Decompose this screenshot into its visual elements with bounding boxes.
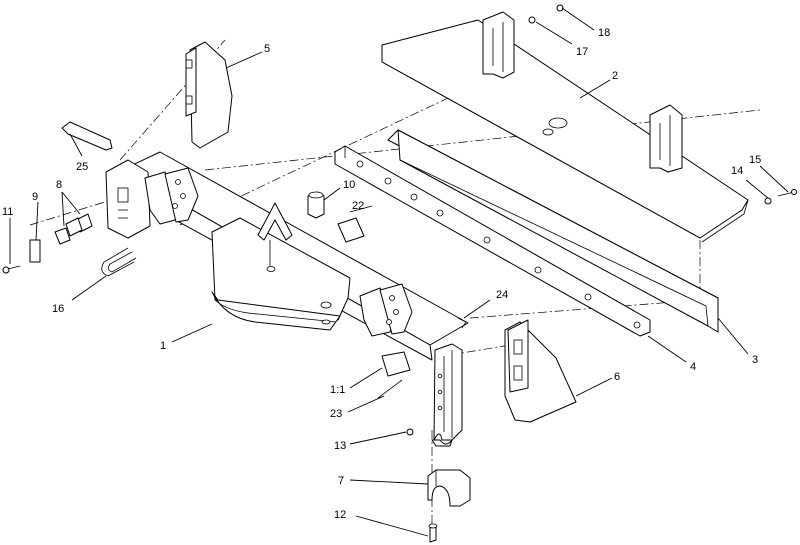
part-3-angle-channel	[387, 129, 719, 333]
callout-18: 18	[598, 27, 610, 39]
hardware	[2, 4, 797, 543]
part-2-cover-plate	[381, 11, 749, 243]
callout-1: 1	[160, 340, 166, 352]
part-6-right-shield	[504, 319, 577, 423]
callout-23: 23	[330, 408, 342, 420]
part-4-hole-bar	[334, 145, 651, 337]
callout-1-1: 1:1	[330, 384, 345, 396]
callout-3: 3	[752, 354, 758, 366]
callout-17: 17	[576, 46, 588, 58]
callout-5: 5	[264, 43, 270, 55]
callout-15: 15	[749, 154, 761, 166]
callout-7: 7	[338, 475, 344, 487]
callout-2: 2	[612, 70, 618, 82]
part-1-main-frame	[105, 151, 469, 361]
callout-13: 13	[334, 440, 346, 452]
callout-labels: 1 2 3 4 5 6 7 8 9 10 11 12 13 14 15 16 1…	[2, 27, 761, 521]
part-5-left-shield	[185, 41, 233, 149]
callout-4: 4	[690, 361, 696, 373]
callout-12: 12	[334, 509, 346, 521]
part-7-clamp-half	[427, 469, 471, 507]
callout-14: 14	[731, 165, 743, 177]
vertical-mount-bracket	[431, 343, 463, 447]
callout-16: 16	[52, 303, 64, 315]
callout-9: 9	[32, 191, 38, 203]
callout-6: 6	[614, 371, 620, 383]
callout-24: 24	[496, 289, 508, 301]
callout-8: 8	[56, 179, 62, 191]
callout-11: 11	[2, 206, 13, 218]
leader-lines	[9, 7, 789, 537]
callout-22: 22	[352, 200, 364, 212]
callout-10: 10	[343, 179, 355, 191]
callout-25: 25	[76, 161, 88, 173]
